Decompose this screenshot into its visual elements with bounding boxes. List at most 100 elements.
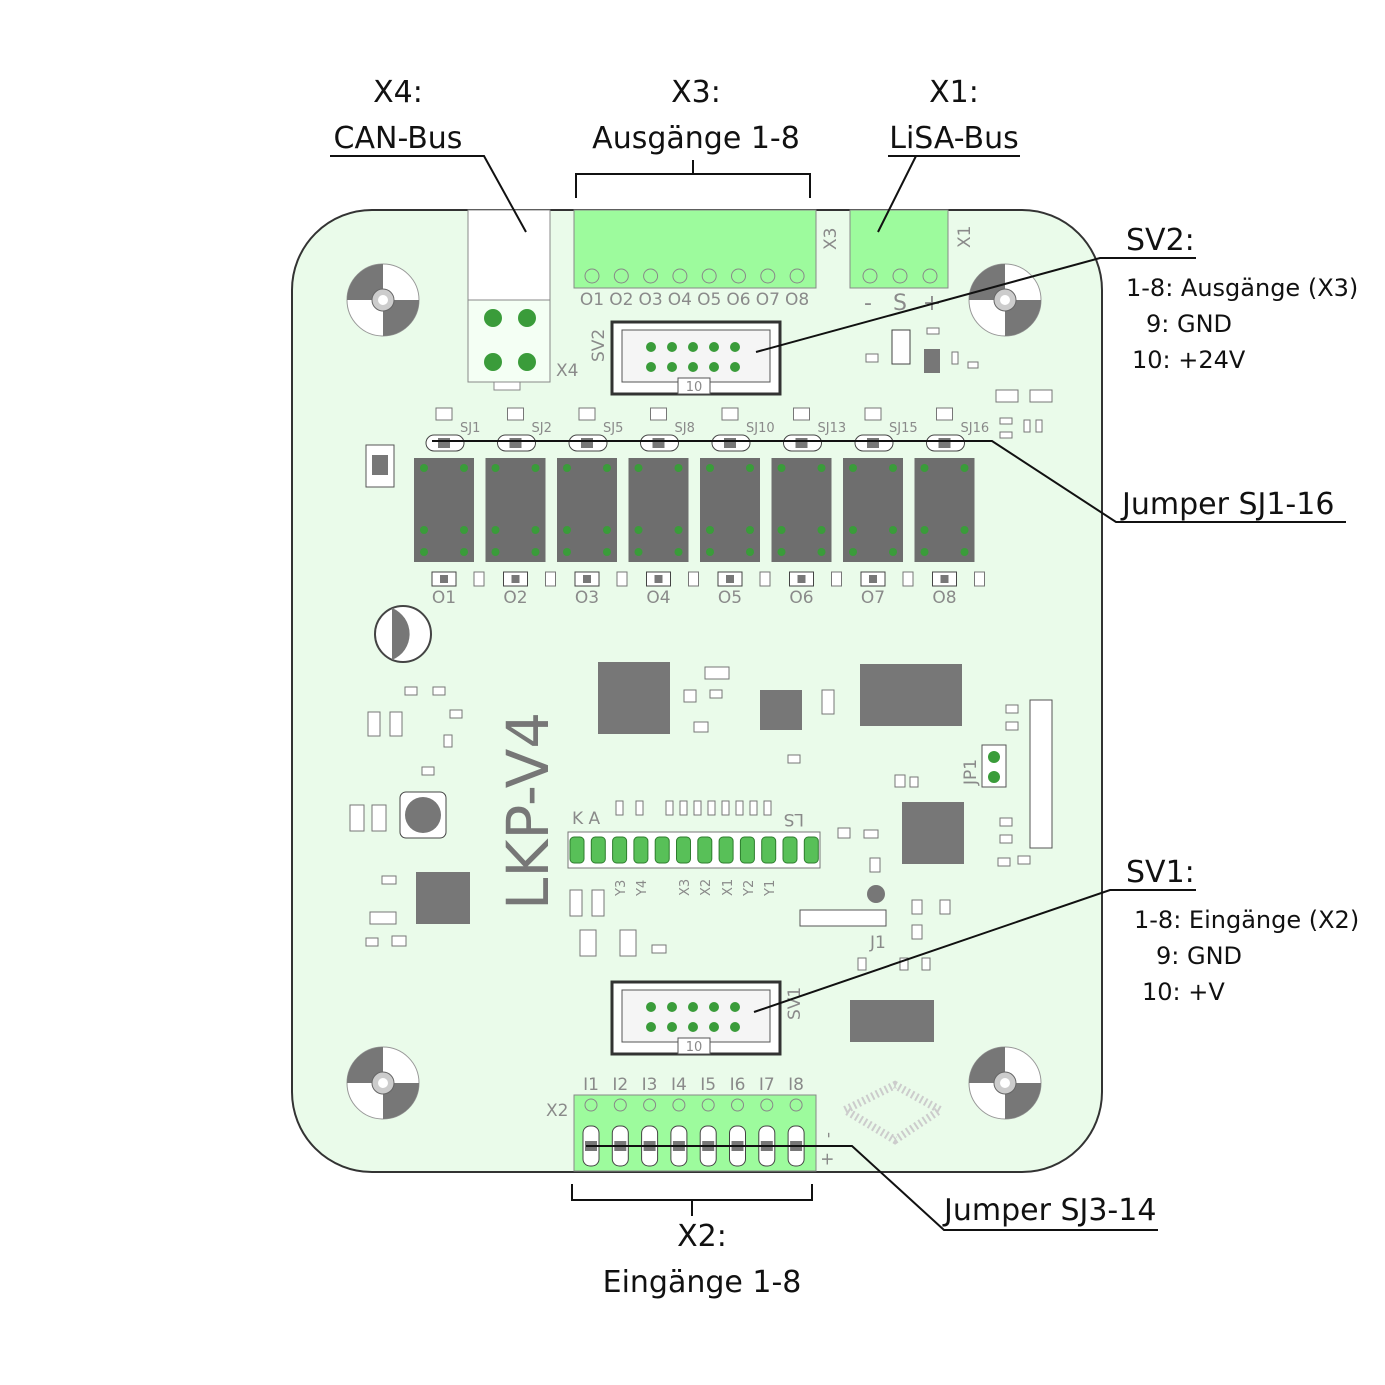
header-sv2	[610, 320, 782, 396]
x2-pin-label: I6	[730, 1075, 746, 1095]
x3-screw	[643, 268, 659, 284]
relay-pin	[746, 464, 754, 472]
status-led	[782, 836, 798, 864]
status-led	[718, 836, 734, 864]
x3-screw	[701, 268, 717, 284]
x3-pin-label: O3	[638, 290, 662, 310]
header-pin	[709, 1002, 719, 1012]
callout-sv1-line2: 9: GND	[1156, 942, 1242, 970]
x2-side-minus: -	[819, 1132, 839, 1138]
transistor	[435, 407, 453, 421]
callout-x4-line2: CAN-Bus	[334, 121, 463, 156]
status-led-label: Y4	[635, 880, 650, 897]
relay-pin	[889, 526, 897, 534]
header-pin	[667, 1002, 677, 1012]
led-resistor	[749, 800, 758, 816]
x2-pin-label: I7	[759, 1075, 775, 1095]
mounting-hole-bottom-right	[968, 1046, 1042, 1120]
callout-x3-line2: Ausgänge 1-8	[592, 121, 800, 156]
x2-screw	[672, 1098, 686, 1112]
x3-screw-terminals	[584, 268, 805, 284]
output-led-label: O4	[646, 588, 670, 608]
relay-pin	[889, 548, 897, 556]
relay-pin	[531, 548, 540, 556]
output-led-label: O7	[861, 588, 885, 608]
x2-screw	[701, 1098, 715, 1112]
jumper-label: SJ5	[603, 421, 623, 436]
transistor	[721, 407, 739, 421]
resistor	[759, 571, 771, 587]
relay-pin	[960, 548, 969, 556]
relay-pin	[603, 464, 611, 472]
led-die	[654, 575, 663, 583]
x3-ref-label: X3	[821, 228, 841, 250]
relay-pin	[460, 464, 468, 472]
x2-pin-label: I4	[671, 1075, 687, 1095]
relay-pin	[920, 548, 929, 556]
callout-x2-line2: Eingänge 1-8	[603, 1265, 802, 1300]
status-led-bar	[567, 800, 821, 869]
x1-pin-label: -	[864, 291, 872, 316]
callout-x1-line2: LiSA-Bus	[889, 121, 1019, 156]
connector-x4	[467, 209, 551, 391]
status-led	[633, 836, 649, 864]
x1-ref-label: X1	[955, 226, 975, 248]
sv2-ref-label: SV2	[589, 329, 609, 362]
relay-pin	[674, 464, 683, 472]
x2-screw	[613, 1098, 627, 1112]
status-led	[739, 836, 755, 864]
misc-components	[349, 327, 1053, 1042]
relay-pin	[746, 548, 754, 556]
callout-jumper-bottom: Jumper SJ3-14	[942, 1193, 1156, 1228]
callout-sv1-line1: 1-8: Eingänge (X2)	[1134, 906, 1359, 934]
relay-pin	[563, 548, 571, 556]
mounting-hole-top-right	[968, 263, 1042, 337]
relay-pin	[849, 548, 857, 556]
x3-screw	[584, 268, 600, 284]
header-pin	[667, 362, 677, 372]
header-pin	[688, 362, 698, 372]
resistor	[831, 571, 842, 587]
header-pin	[730, 342, 740, 352]
header-pin	[709, 362, 719, 372]
callout-sv1-line3: 10: +V	[1142, 978, 1225, 1006]
status-led-label: X2	[699, 879, 714, 896]
x2-side-plus: +	[817, 1152, 837, 1166]
resistor	[473, 571, 485, 587]
transistor	[864, 407, 882, 421]
relay-pin	[706, 548, 714, 556]
relay	[628, 458, 689, 562]
relay-pin	[960, 464, 969, 472]
relay	[771, 458, 832, 562]
status-led	[803, 836, 819, 864]
x2-pin-label: I5	[700, 1075, 716, 1095]
x2-screw	[584, 1098, 598, 1112]
x2-pin-label: I8	[788, 1075, 804, 1095]
relay-pin	[777, 464, 786, 472]
ka-label: K A	[572, 809, 601, 829]
transistor	[793, 407, 810, 421]
output-led-label: O1	[432, 588, 456, 608]
x2-pin-label: I2	[612, 1075, 628, 1095]
resistor	[902, 571, 914, 587]
x3-screw	[672, 268, 688, 284]
header-pin	[688, 1022, 698, 1032]
status-led	[761, 836, 777, 864]
status-led	[654, 836, 670, 864]
led-resistor	[615, 800, 624, 816]
relay	[914, 458, 975, 562]
ls-label: LS	[784, 809, 804, 829]
status-led	[697, 836, 713, 864]
header-pin	[646, 342, 656, 352]
relay-pin	[491, 548, 500, 556]
header-sv1	[610, 980, 782, 1056]
relay-pin	[706, 526, 714, 534]
relay-pin	[817, 526, 826, 534]
relay-pin	[420, 526, 428, 534]
relay-pin	[817, 548, 826, 556]
x3-screw	[789, 268, 805, 284]
relay	[557, 458, 617, 562]
relay-pin	[563, 464, 571, 472]
led-die	[440, 575, 448, 583]
